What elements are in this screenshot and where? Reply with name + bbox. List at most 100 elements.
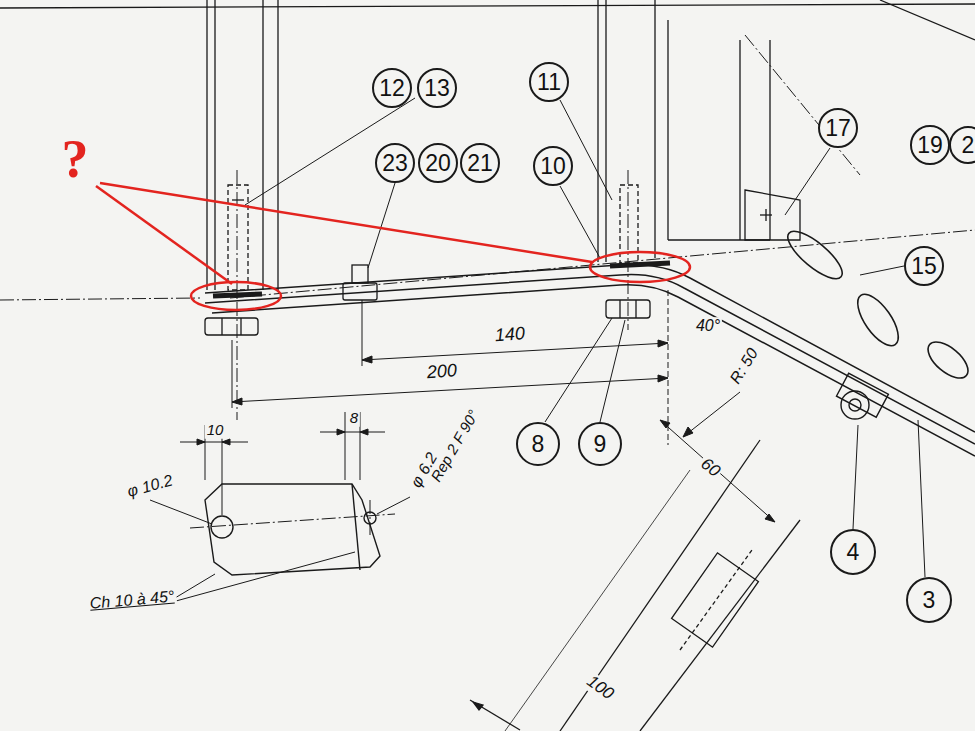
dimension-lines [660,420,775,522]
lower-arm [470,700,520,730]
callout-number: 2 [962,134,975,157]
plate-flat-view [211,516,233,538]
support-columns [206,0,207,290]
callout-circle: 17 [818,108,858,148]
support-columns [654,0,655,258]
dimension-text: 40° [694,317,722,335]
dimension-lines [180,290,775,522]
center-lines [0,298,200,300]
callout-number: 11 [537,71,561,94]
leader-lines [377,497,410,514]
callout-circle: 9 [578,422,622,466]
bolts [205,318,258,335]
clamp-bracket [836,373,888,419]
leader-lines [853,425,858,529]
lower-arm [640,520,800,731]
callout-number: 23 [382,152,408,175]
support-columns [597,0,598,262]
callout-number: 12 [379,77,405,100]
callout-circle: 10 [533,146,573,186]
plate-flat-view [205,484,380,575]
dimension-lines [683,392,740,437]
lower-arm [672,553,759,647]
bolts [240,318,241,335]
plate-flat-view [364,512,376,524]
callout-number: 3 [923,589,936,612]
callout-circle: 23 [375,143,415,183]
dimension-lines [337,429,368,435]
center-lines [230,230,975,298]
bent-bar [205,275,975,444]
callout-circle: 4 [830,529,876,575]
dimension-lines [345,412,346,480]
washers [213,263,670,296]
support-columns [745,190,800,240]
chain-links [781,224,849,286]
plate-flat-view [205,484,380,575]
callout-circle: 19 [910,125,950,165]
callout-circle: 8 [516,422,560,466]
dimension-lines [197,439,230,445]
callout-number: 13 [424,77,450,100]
leader-lines [600,320,625,422]
callout-number: 17 [825,117,851,140]
callout-number: 4 [847,541,860,564]
question-mark: ? [60,130,91,189]
bolts [352,265,368,283]
support-columns [739,40,740,240]
chain-links [922,335,974,384]
dimension-text: Ch 10 à 45° [87,587,177,612]
callout-circle: 13 [417,68,457,108]
red-annotation [590,252,690,282]
lower-arm [473,702,483,710]
bolts [232,199,244,200]
leader-lines [560,100,612,200]
support-columns [214,0,215,290]
clamp-bracket [841,391,869,419]
dimension-text: 100 [581,671,618,705]
dimension-lines [668,290,669,445]
callout-number: 20 [425,152,451,175]
dimension-text: 140 [492,324,527,346]
support-columns [277,0,278,290]
leader-lines [150,500,212,524]
bolts [343,283,377,300]
callout-circle: 21 [460,143,500,183]
frame-lines [0,4,975,8]
dimension-lines [362,343,668,360]
support-columns [262,0,263,290]
plate-flat-view [352,484,360,570]
bolts [221,318,222,335]
dimension-lines [320,432,385,433]
callout-number: 19 [917,134,943,157]
lower-arm [560,440,760,731]
dimension-lines [222,425,223,515]
support-columns [207,0,800,290]
dimension-lines [232,378,668,402]
center-lines [370,500,371,535]
chain-links [781,224,974,385]
dimension-lines [232,340,233,408]
callout-circle: 15 [904,246,944,286]
frame-lines [880,0,975,40]
leader-lines [560,186,600,258]
dimension-text: R: 50 [725,343,762,388]
washers [610,263,670,266]
leader-lines [165,552,355,604]
lower-arm [680,550,752,650]
support-columns [765,209,766,221]
bolts [635,300,636,318]
dimension-text: Rep 2 F 90° [427,406,483,487]
callout-circle: 3 [906,577,952,623]
dimension-text: 8 [348,410,360,427]
dimension-text: 10 [205,422,226,439]
red-annotation [100,183,592,262]
dimension-lines [660,420,775,522]
leader-lines [918,420,925,577]
callout-number: 9 [594,433,607,456]
frame-lines [0,0,975,40]
red-annotation [191,282,281,310]
support-columns [769,40,770,240]
callout-circle: 2 [949,126,975,164]
